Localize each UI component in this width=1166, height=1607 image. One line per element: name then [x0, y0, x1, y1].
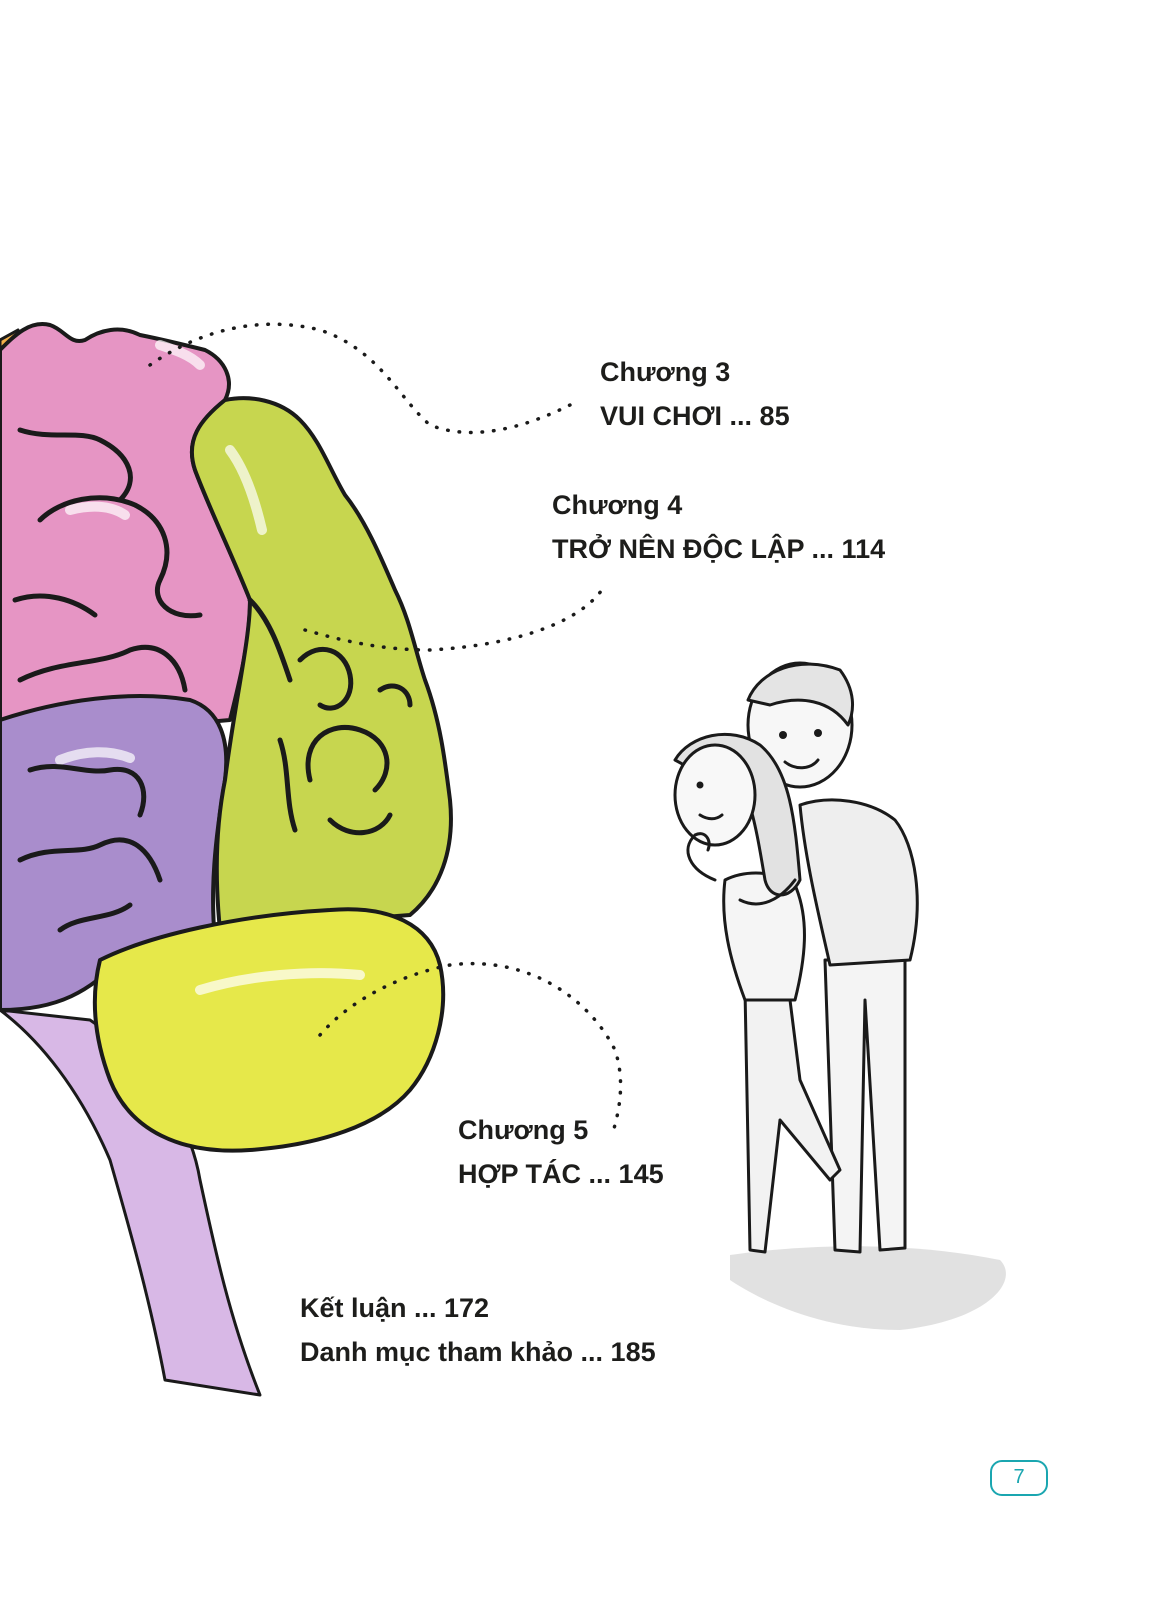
chapter-4-label: Chương 4 — [552, 490, 683, 520]
brain-region-pink — [0, 322, 252, 742]
couple-illustration — [673, 661, 1006, 1330]
chapter-5-title: HỢP TÁC ... 145 — [458, 1159, 664, 1189]
toc-entry-chapter-4: Chương 4 TRỞ NÊN ĐỘC LẬP ... 114 — [552, 483, 885, 571]
chapter-3-label: Chương 3 — [600, 357, 731, 387]
chapter-3-title: VUI CHƠI ... 85 — [600, 401, 790, 431]
chapter-4-title: TRỞ NÊN ĐỘC LẬP ... 114 — [552, 534, 886, 564]
chapter-5-label: Chương 5 — [458, 1115, 589, 1145]
references-entry: Danh mục tham khảo ... 185 — [300, 1337, 656, 1367]
toc-entry-chapter-3: Chương 3 VUI CHƠI ... 85 — [600, 350, 790, 438]
conclusion-entry: Kết luận ... 172 — [300, 1293, 490, 1323]
brain-illustration — [0, 322, 453, 1397]
brain-region-green — [189, 396, 453, 932]
connector-chapter5 — [318, 961, 623, 1137]
connector-chapter3 — [148, 322, 572, 435]
toc-entry-back-matter: Kết luận ... 172 Danh mục tham khảo ... … — [300, 1286, 656, 1374]
toc-entry-chapter-5: Chương 5 HỢP TÁC ... 145 — [458, 1108, 664, 1196]
brain-region-yellow — [92, 907, 446, 1153]
dotted-connectors — [148, 322, 623, 1137]
page-number-badge: 7 — [990, 1460, 1048, 1496]
